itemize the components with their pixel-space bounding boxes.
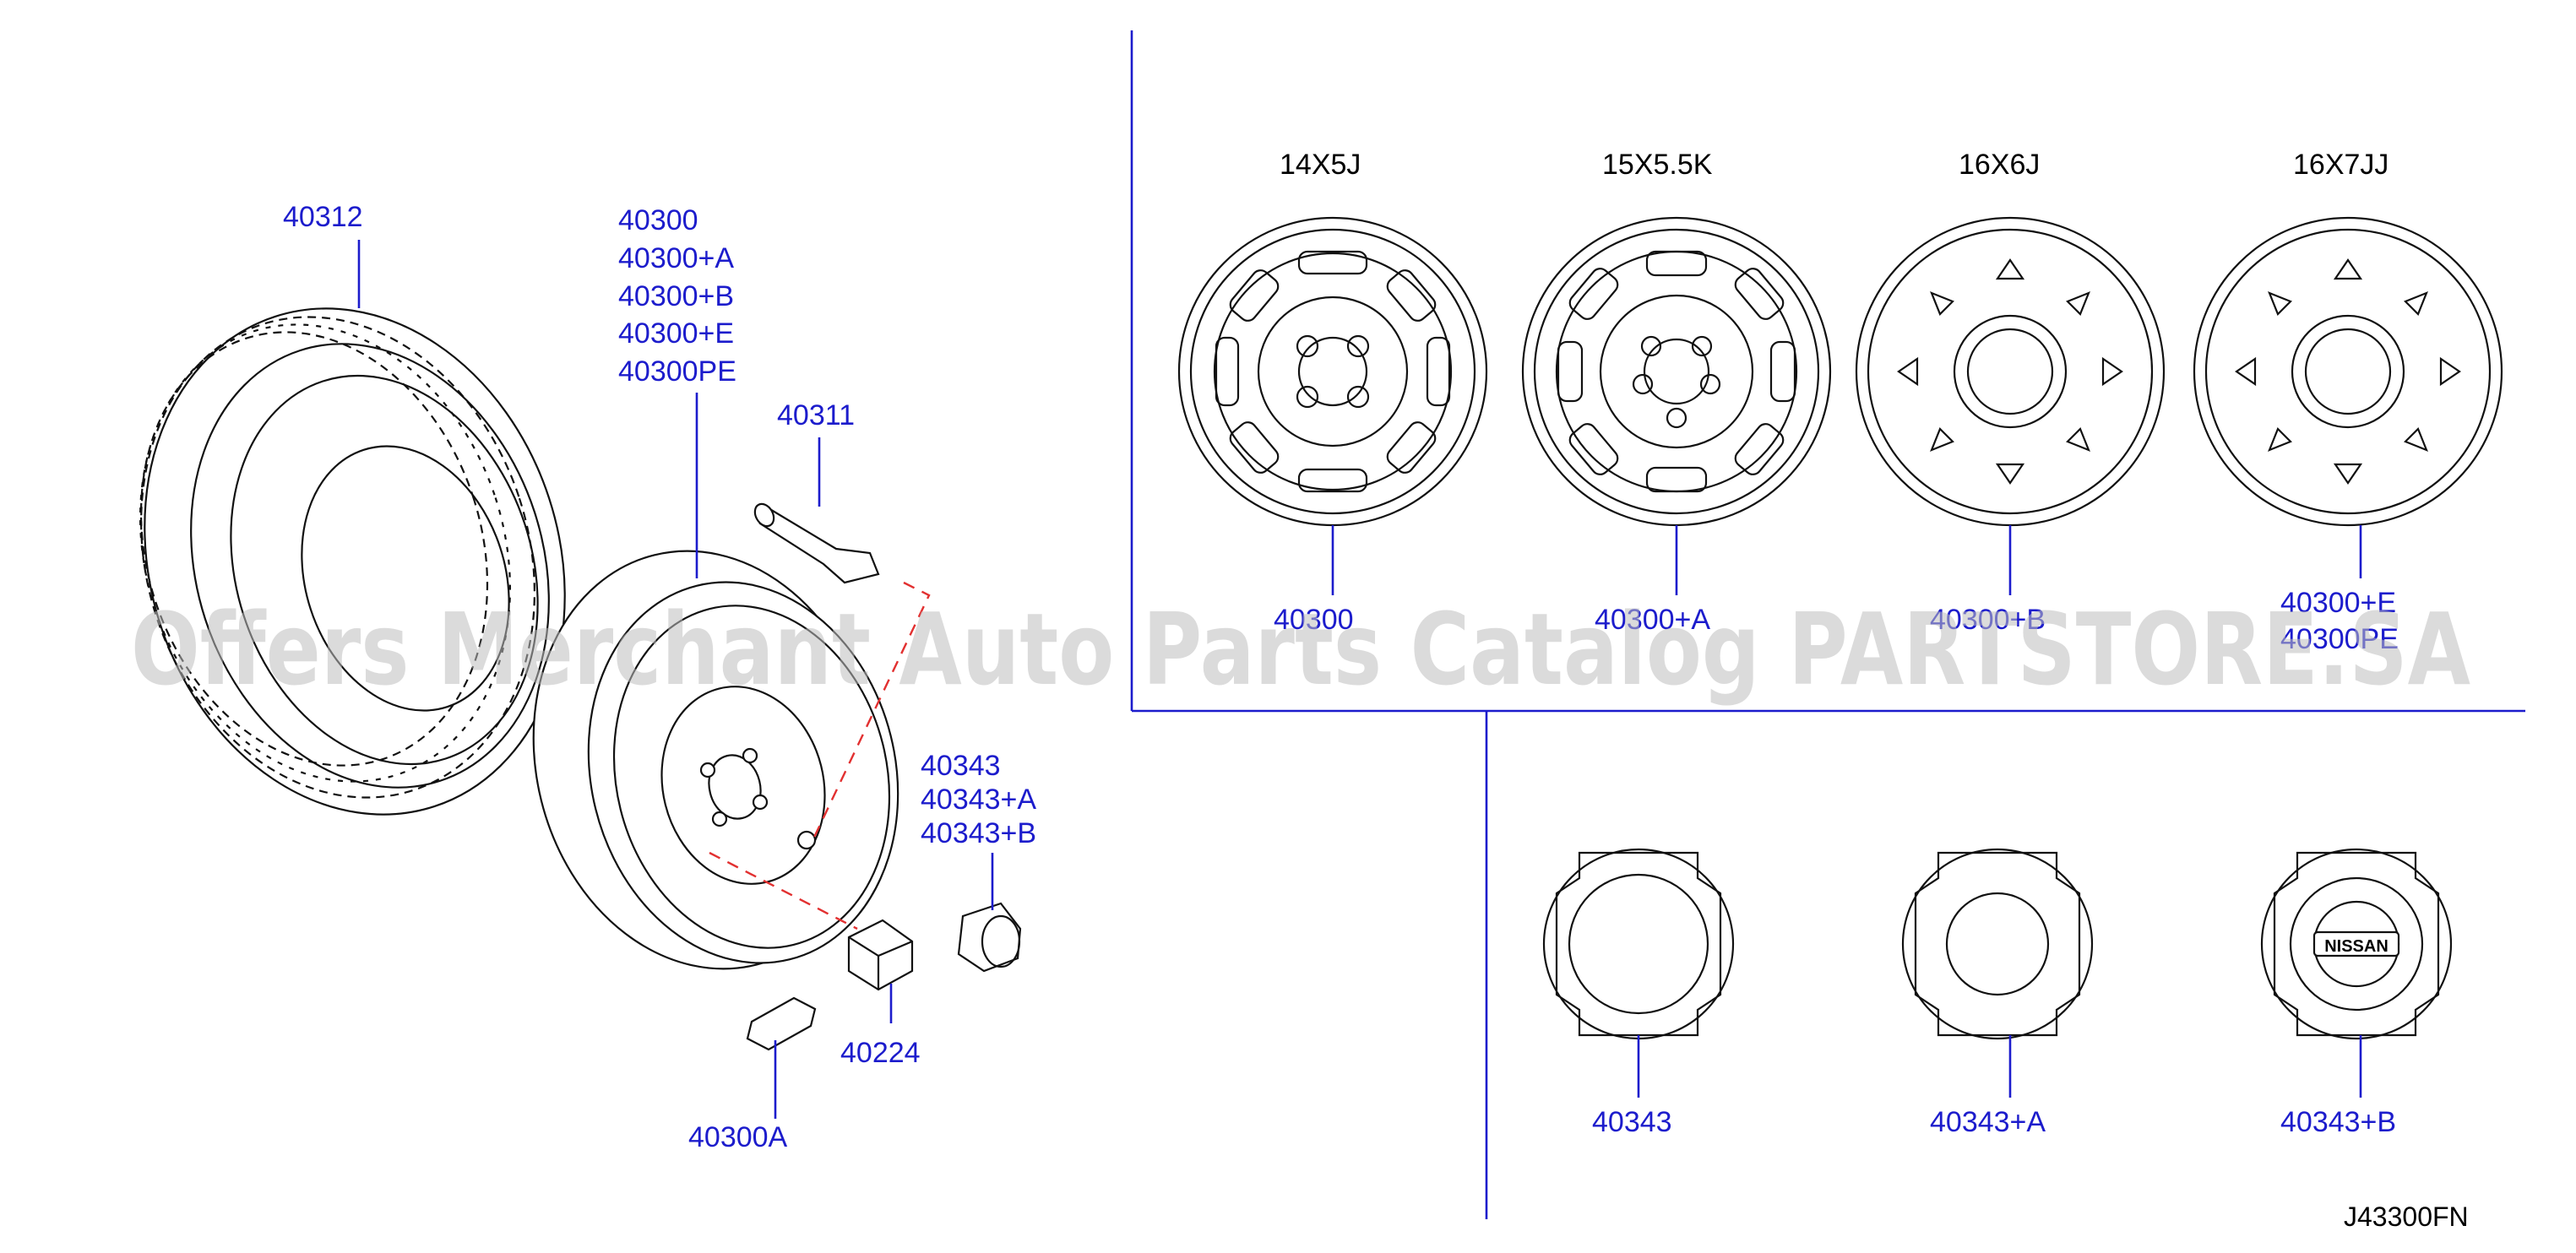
valve-illustration: [753, 502, 880, 584]
wheel-part-labels: 40300 40300+A 40300+B 40300+E 40300PE: [1274, 587, 2399, 655]
tire-illustration: [139, 307, 566, 816]
label-weight: 40300A: [688, 1121, 788, 1153]
label-wheel-5: 40300PE: [618, 355, 736, 388]
wheel-variant-1: [1177, 216, 1488, 527]
label-cap-3: 40343+B: [921, 817, 1036, 849]
cap-variant-2: [1901, 848, 2094, 1040]
nissan-emblem: NISSAN: [2324, 937, 2389, 956]
weight-illustration: [746, 996, 817, 1051]
wheel-size-2: 15X5.5K: [1602, 149, 1713, 181]
label-valve: 40311: [777, 399, 855, 431]
section-frame: [1130, 30, 2525, 1219]
cap-variant-1: [1542, 848, 1735, 1040]
wheel-size-1: 14X5J: [1280, 149, 1361, 181]
wheel-size-4: 16X7JJ: [2293, 149, 2389, 181]
cap-part-2: 40343+A: [1930, 1106, 2046, 1138]
wheel-part-4a: 40300+E: [2280, 587, 2396, 619]
wheel-variant-2: [1521, 216, 1832, 527]
wheel-size-3: 16X6J: [1959, 149, 2040, 181]
wheel-variant-4: [2193, 216, 2503, 527]
cap-variant-3: NISSAN: [2260, 848, 2453, 1040]
label-wheel-3: 40300+B: [618, 280, 734, 312]
wheel-part-1: 40300: [1274, 604, 1354, 636]
wheel-part-3: 40300+B: [1930, 604, 2046, 636]
wheel-part-4b: 40300PE: [2280, 623, 2399, 655]
label-wheel-1: 40300: [618, 204, 698, 236]
wheel-variant-3: [1855, 216, 2166, 527]
cap-part-labels: 40343 40343+A 40343+B: [1592, 1106, 2396, 1138]
diagram-code: J43300FN: [2344, 1201, 2469, 1232]
label-cap-2: 40343+A: [921, 784, 1036, 816]
cap-part-3: 40343+B: [2280, 1106, 2396, 1138]
left-labels: 40312 40300 40300+A 40300+B 40300+E 4030…: [283, 201, 1036, 1153]
wheel-leaders: [1331, 525, 2362, 595]
nut-illustration: [847, 919, 914, 991]
label-wheel-4: 40300+E: [618, 317, 734, 350]
wheel-illustration: [532, 550, 899, 970]
left-leaders: [357, 240, 994, 1119]
cap-leaders: [1637, 1035, 2362, 1098]
wheel-part-2: 40300+A: [1595, 604, 1710, 636]
label-nut: 40224: [840, 1037, 921, 1069]
small-cap-illustration: [957, 902, 1022, 973]
cap-part-1: 40343: [1592, 1106, 1672, 1138]
label-wheel-2: 40300+A: [618, 242, 734, 274]
watermark: Offers Merchant Auto Parts Catalog PARTS…: [131, 591, 2470, 708]
wheel-size-labels: 14X5J 15X5.5K 16X6J 16X7JJ: [1280, 149, 2389, 181]
label-tire: 40312: [283, 201, 363, 233]
label-cap-1: 40343: [921, 750, 1001, 782]
alignment-lines: [709, 581, 931, 930]
